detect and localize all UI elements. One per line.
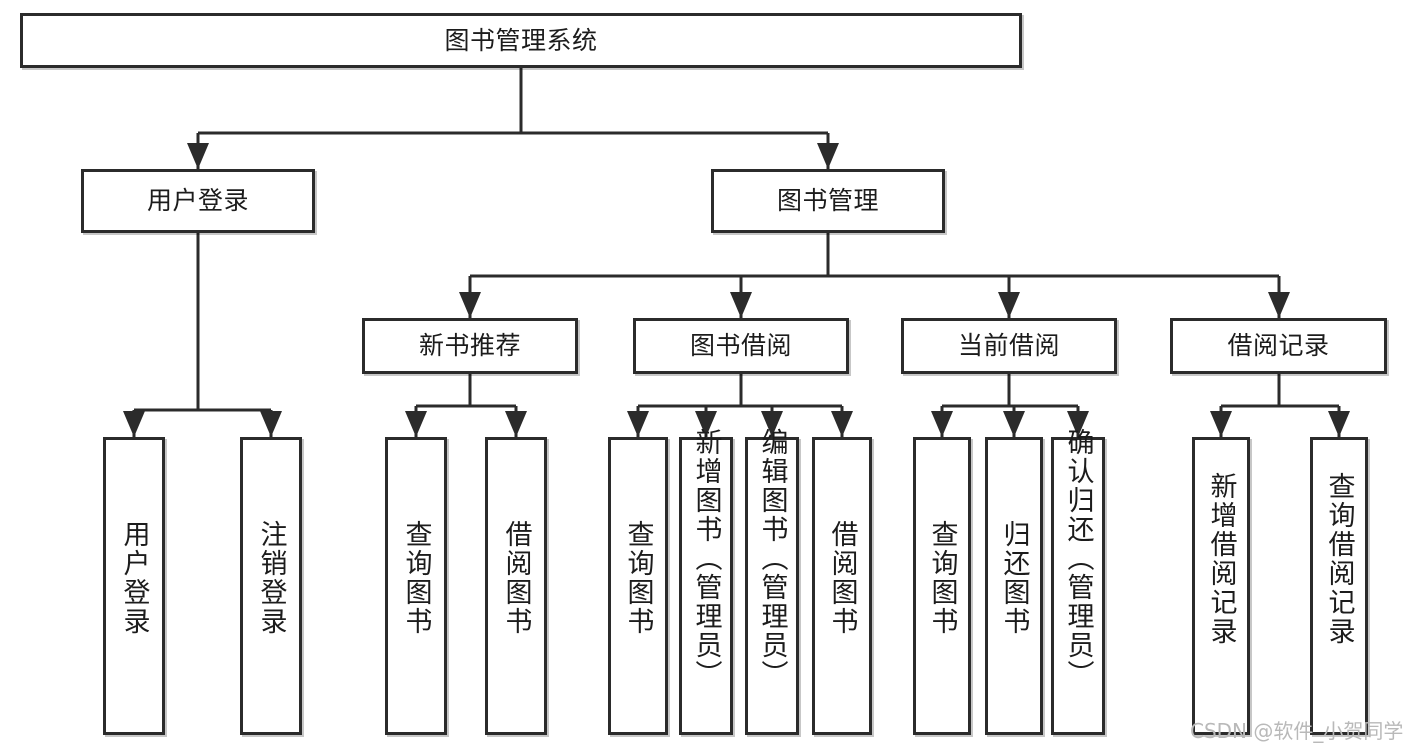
node-new-book-rec[interactable]: 新书推荐: [362, 318, 578, 374]
node-label: 当前借阅: [957, 331, 1060, 360]
node-leaf-query-book-1[interactable]: 查询图书: [385, 437, 447, 735]
connector-arrowhead: [817, 143, 839, 169]
node-label: 查询借阅记录: [1323, 472, 1355, 646]
node-user-login[interactable]: 用户登录: [81, 169, 315, 233]
node-leaf-query-book-2[interactable]: 查询图书: [608, 437, 668, 735]
node-label: 借阅图书: [500, 520, 532, 636]
node-label: 借阅记录: [1227, 331, 1330, 360]
node-leaf-query-book-3[interactable]: 查询图书: [913, 437, 971, 735]
node-leaf-confirm-return[interactable]: 确认归还（管理员）: [1051, 428, 1105, 735]
node-book-borrow[interactable]: 图书借阅: [633, 318, 849, 374]
node-label: 用户登录: [118, 520, 150, 636]
node-leaf-borrow-book-2[interactable]: 借阅图书: [812, 437, 872, 735]
node-leaf-query-record[interactable]: 查询借阅记录: [1310, 437, 1368, 735]
node-borrow-record[interactable]: 借阅记录: [1170, 318, 1387, 374]
connector-arrowhead: [1268, 292, 1290, 318]
node-label: 确认归还（管理员）: [1062, 428, 1094, 689]
node-leaf-add-record[interactable]: 新增借阅记录: [1192, 437, 1250, 735]
watermark-label: CSDN @软件_小贺同学: [1190, 719, 1404, 743]
node-leaf-edit-book[interactable]: 编辑图书（管理员）: [745, 428, 799, 735]
connector-arrowhead: [1210, 411, 1232, 437]
connector-arrowhead: [459, 292, 481, 318]
connector-arrowhead: [187, 143, 209, 169]
node-current-borrow[interactable]: 当前借阅: [901, 318, 1117, 374]
node-leaf-return-book[interactable]: 归还图书: [985, 437, 1043, 735]
node-leaf-borrow-book-1[interactable]: 借阅图书: [485, 437, 547, 735]
node-label: 编辑图书（管理员）: [756, 428, 788, 689]
node-leaf-user-login[interactable]: 用户登录: [103, 437, 165, 735]
connector-arrowhead: [931, 411, 953, 437]
node-label: 新增图书（管理员）: [690, 428, 722, 689]
connector-arrowhead: [998, 292, 1020, 318]
node-root[interactable]: 图书管理系统: [20, 13, 1022, 68]
connector-arrowhead: [405, 411, 427, 437]
node-label: 图书管理: [776, 186, 879, 215]
connector-arrowhead: [831, 411, 853, 437]
connector-arrowhead: [1003, 411, 1025, 437]
node-label: 查询图书: [926, 520, 958, 636]
node-label: 新增借阅记录: [1205, 472, 1237, 646]
node-label: 归还图书: [998, 520, 1030, 636]
node-label: 注销登录: [255, 520, 287, 636]
connector-arrowhead: [1328, 411, 1350, 437]
node-label: 新书推荐: [418, 331, 521, 360]
connector-arrowhead: [505, 411, 527, 437]
node-label: 借阅图书: [826, 520, 858, 636]
connector-arrowhead: [123, 411, 145, 437]
node-leaf-user-logout[interactable]: 注销登录: [240, 437, 302, 735]
node-label: 查询图书: [622, 520, 654, 636]
node-label: 查询图书: [400, 520, 432, 636]
node-label: 用户登录: [146, 186, 249, 215]
connector-arrowhead: [260, 411, 282, 437]
node-label: 图书管理系统: [444, 25, 598, 55]
connector-arrowhead: [730, 292, 752, 318]
node-label: 图书借阅: [689, 331, 792, 360]
node-book-manage[interactable]: 图书管理: [711, 169, 945, 233]
node-leaf-add-book[interactable]: 新增图书（管理员）: [679, 428, 733, 735]
connector-arrowhead: [627, 411, 649, 437]
